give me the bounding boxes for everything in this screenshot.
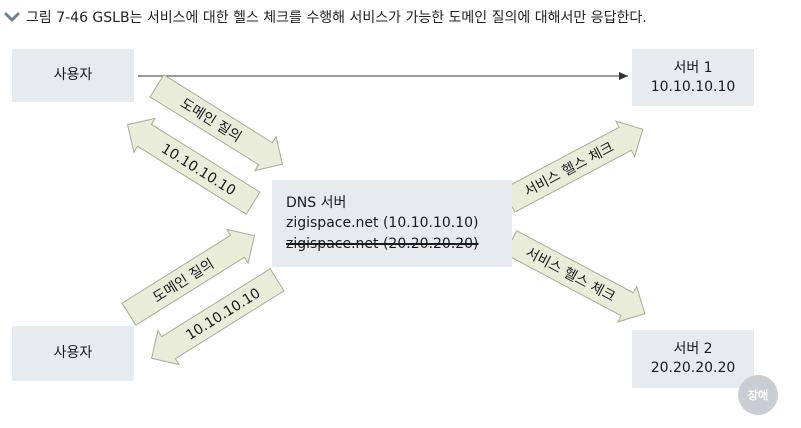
figure-caption: 그림 7-46 GSLB는 서비스에 대한 헬스 체크를 수행해 서비스가 가능… bbox=[4, 6, 647, 28]
dns-server-title: DNS 서버 bbox=[286, 195, 347, 212]
user-box-top: 사용자 bbox=[12, 49, 134, 102]
server-2-name: 서버 2 bbox=[673, 341, 713, 358]
user-label: 사용자 bbox=[53, 67, 93, 84]
server-2-ip: 20.20.20.20 bbox=[650, 360, 736, 376]
dns-record-active: zigispace.net (10.10.10.10) bbox=[286, 215, 479, 232]
user-box-bottom: 사용자 bbox=[12, 326, 134, 381]
server-1-box: 서버 1 10.10.10.10 bbox=[632, 49, 754, 106]
failure-badge: 장애 bbox=[738, 375, 778, 415]
dns-record-struck: zigispace.net (20.20.20.20) bbox=[286, 235, 479, 252]
arrow-health-check-2: 서비스 헬스 체크 bbox=[503, 230, 646, 323]
arrow-health-check-2-label: 서비스 헬스 체크 bbox=[523, 245, 618, 306]
user-label: 사용자 bbox=[53, 345, 93, 362]
arrow-answer-top-label: 10.10.10.10 bbox=[158, 141, 238, 199]
failure-badge-label: 장애 bbox=[747, 389, 769, 402]
arrow-health-check-1-label: 서비스 헬스 체크 bbox=[522, 139, 617, 200]
server-2-box: 서버 2 20.20.20.20 bbox=[632, 330, 754, 388]
arrow-health-check-1: 서비스 헬스 체크 bbox=[501, 120, 644, 213]
arrow-answer-bottom-label: 10.10.10.10 bbox=[183, 285, 263, 343]
server-1-name: 서버 1 bbox=[673, 59, 713, 76]
chevron-down-icon bbox=[4, 12, 20, 22]
caption-text: 그림 7-46 GSLB는 서비스에 대한 헬스 체크를 수행해 서비스가 가능… bbox=[26, 10, 647, 26]
server-1-ip: 10.10.10.10 bbox=[650, 78, 736, 95]
dns-server-box: DNS 서버 zigispace.net (10.10.10.10) zigis… bbox=[272, 180, 512, 267]
